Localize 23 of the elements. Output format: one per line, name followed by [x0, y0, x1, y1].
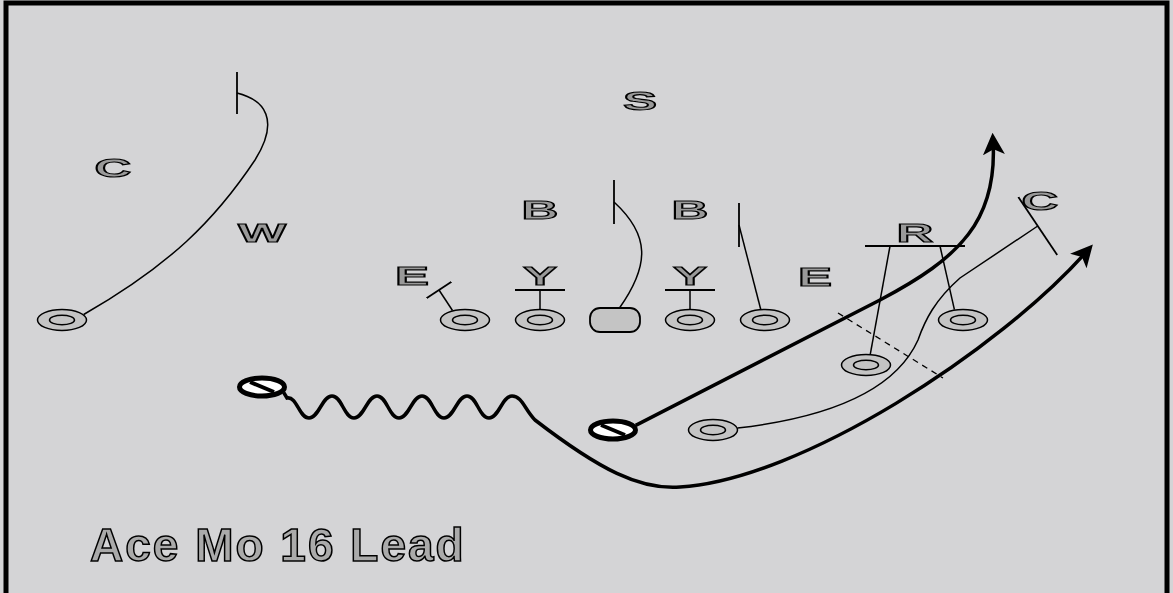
block-line	[864, 245, 916, 355]
block-line	[736, 196, 1059, 429]
route-arrow	[282, 244, 1094, 489]
block-line	[664, 289, 716, 310]
defender-letter: B	[521, 197, 559, 223]
defender-letter: W	[237, 220, 287, 246]
defender-letter: Y	[523, 263, 557, 289]
block-line	[613, 179, 643, 309]
block-line	[514, 289, 566, 310]
defender-letter: B	[671, 197, 709, 223]
play-title: Ace Mo 16 Lead	[90, 520, 466, 570]
route-arrow	[634, 132, 1005, 427]
block-line	[914, 245, 966, 311]
defender-letter: E	[395, 263, 429, 289]
block-line	[738, 202, 762, 310]
defender-letter: S	[623, 88, 657, 114]
defender-letter: C	[94, 155, 132, 181]
defender-letter: R	[896, 220, 934, 246]
defender-letter: E	[798, 264, 832, 290]
block-line	[425, 280, 454, 312]
block-line	[82, 71, 269, 316]
defender-letter: C	[1021, 188, 1059, 214]
defender-letter: Y	[673, 263, 707, 289]
